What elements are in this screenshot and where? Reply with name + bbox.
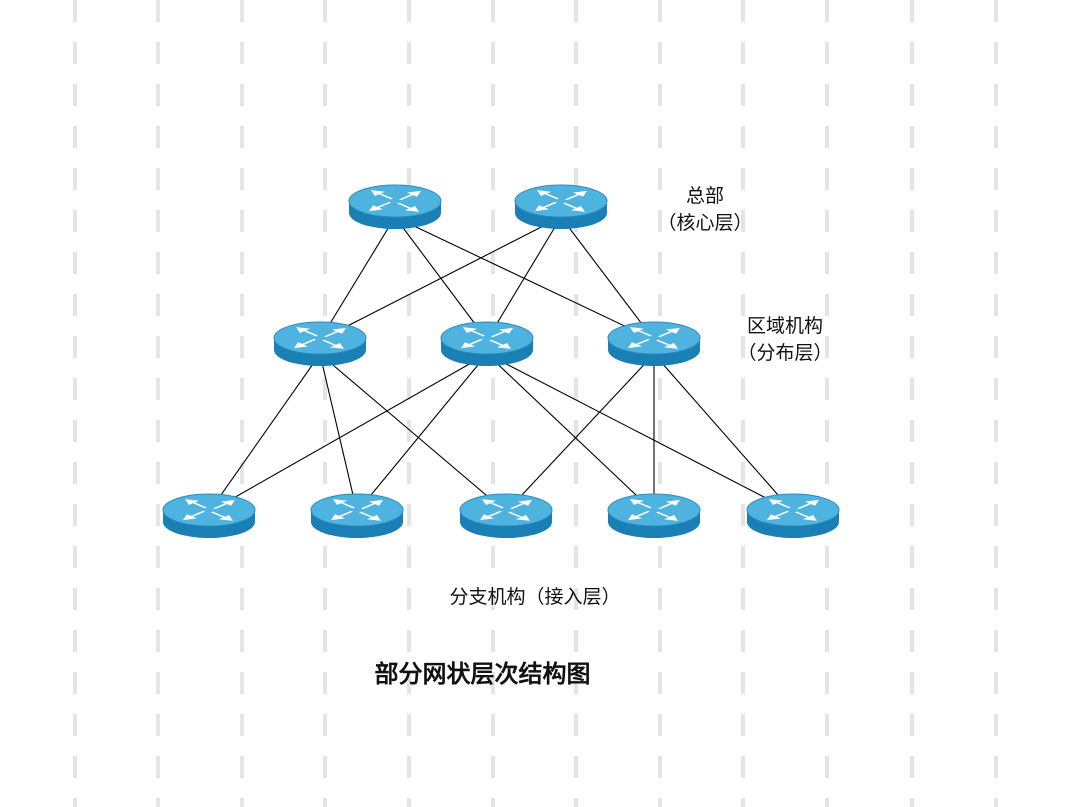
link-dist-1-acc-2 <box>319 353 358 513</box>
router-icon <box>310 493 404 538</box>
diagram-title: 部分网状层次结构图 <box>374 659 591 688</box>
distribution-label-line2: （分布层） <box>737 342 833 364</box>
router-icon <box>440 321 534 366</box>
core-label-line1: 总部 <box>685 185 724 207</box>
link-dist-1-acc-1 <box>208 353 321 513</box>
link-core-1-dist-1 <box>319 216 396 341</box>
router-icon <box>514 184 608 229</box>
link-dist-1-acc-3 <box>319 353 507 513</box>
router-icon <box>746 493 840 538</box>
router-icon <box>607 321 701 366</box>
distribution-layer-label: 区域机构 （分布层） <box>725 313 845 367</box>
router-icon <box>273 321 367 366</box>
core-layer-label: 总部 （核心层） <box>650 183 760 237</box>
router-icon <box>459 493 553 538</box>
link-dist-3-acc-5 <box>653 353 794 513</box>
link-core-2-dist-1 <box>319 216 562 341</box>
link-dist-3-acc-3 <box>505 353 655 513</box>
link-core-2-dist-3 <box>560 216 655 341</box>
router-icon <box>162 493 256 538</box>
link-dist-2-acc-5 <box>486 353 794 513</box>
access-label: 分支机构（接入层） <box>449 586 621 608</box>
router-icon <box>607 493 701 538</box>
distribution-label-line1: 区域机构 <box>746 315 823 337</box>
link-core-2-dist-2 <box>486 216 562 341</box>
link-dist-2-acc-2 <box>356 353 488 513</box>
nodes-group <box>162 184 840 538</box>
access-layer-label: 分支机构（接入层） <box>420 584 650 611</box>
links-group <box>208 216 794 513</box>
core-label-line2: （核心层） <box>657 212 753 234</box>
link-dist-2-acc-1 <box>208 353 488 513</box>
link-dist-2-acc-4 <box>486 353 655 513</box>
router-icon <box>348 184 442 229</box>
